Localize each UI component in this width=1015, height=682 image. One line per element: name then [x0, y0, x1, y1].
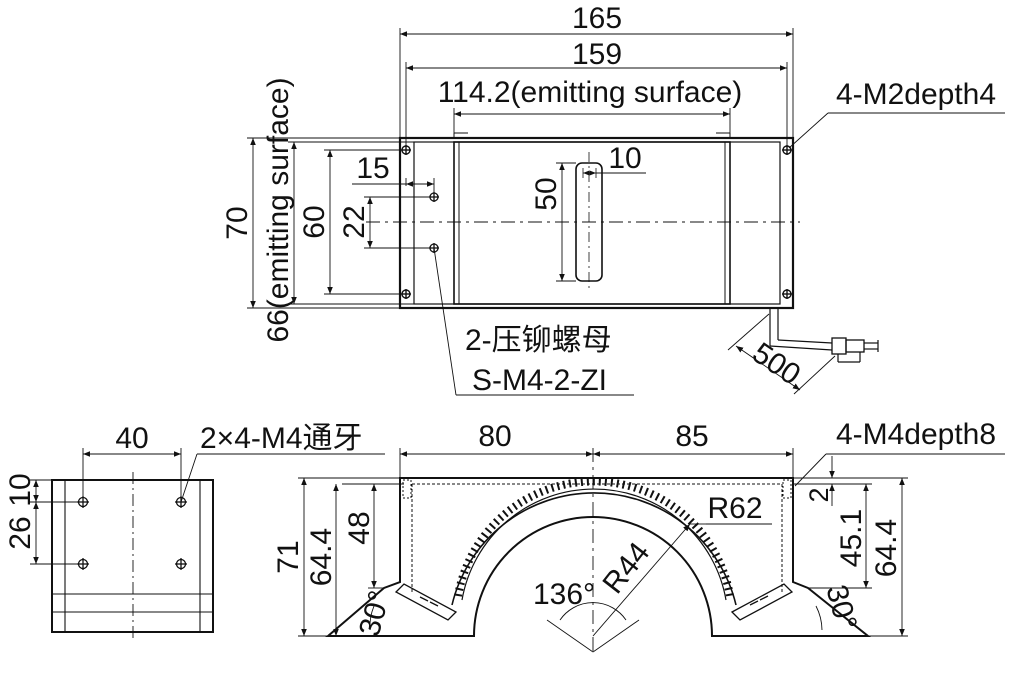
dim-front-height-left: 64.4 [305, 528, 338, 586]
side-view: 40 2×4-M4通牙 10 26 [4, 422, 385, 640]
dim-front-right-width: 85 [675, 420, 708, 453]
dim-front-outer-radius: R62 [707, 492, 762, 525]
dim-hole-spacing-y: 22 [338, 205, 371, 238]
dim-top-height-overall: 70 [221, 206, 254, 239]
label-rivet-nut-part: S-M4-2-ZI [472, 364, 607, 397]
dim-front-top-offset: 2 [804, 487, 834, 502]
front-mount-hole [402, 479, 792, 499]
side-thread-hole [77, 496, 187, 570]
dim-front-height-inner-left: 48 [343, 511, 376, 544]
dim-front-tilt-left: 30° [353, 587, 397, 639]
front-led-array [454, 477, 734, 597]
top-emit-window [453, 141, 731, 305]
dim-hole-spacing-x: 15 [356, 152, 389, 185]
dim-emit-width: 114.2(emitting surface) [438, 76, 743, 109]
top-view: 165 159 114.2(emitting surface) 4-M2dept… [221, 2, 1005, 397]
dim-side-hole-spacing: 40 [115, 422, 148, 455]
front-inner-arc [473, 516, 713, 637]
side-body-outline [51, 479, 214, 633]
label-front-mount-holes: 4-M4depth8 [836, 418, 996, 451]
front-view: 80 85 4-M4depth8 71 64.4 48 30° 64.4 [272, 418, 1005, 653]
dim-front-height-inner-right: 45.1 [835, 509, 868, 567]
dim-front-arc-angle: 136° [533, 578, 595, 611]
dim-top-height-emit: 66(emitting surface) [262, 77, 295, 342]
front-side-module [394, 583, 794, 621]
dim-cable-length: 500 [746, 336, 806, 391]
front-outer-arc [451, 492, 737, 606]
label-rivet-nut: 2-压铆螺母 [465, 324, 612, 357]
label-top-mount-holes: 4-M2depth4 [836, 78, 996, 111]
dim-slot-width: 10 [608, 142, 641, 175]
dim-front-inner-radius: R44 [597, 536, 657, 600]
dim-top-height-mount: 60 [298, 205, 331, 238]
dim-side-height-a: 10 [4, 473, 37, 506]
dim-side-height-b: 26 [4, 516, 37, 549]
label-side-threads: 2×4-M4通牙 [200, 422, 363, 455]
dim-front-tilt-right: 30° [819, 581, 863, 633]
dim-front-height-overall: 71 [272, 540, 305, 573]
dim-top-width-overall: 165 [572, 2, 622, 35]
dim-slot-length: 50 [530, 177, 563, 210]
dim-top-width-mount: 159 [572, 38, 622, 71]
top-body-outline [398, 136, 795, 310]
dim-front-left-width: 80 [478, 420, 511, 453]
dim-front-height-right: 64.4 [870, 519, 903, 577]
front-body-outline [325, 477, 871, 637]
